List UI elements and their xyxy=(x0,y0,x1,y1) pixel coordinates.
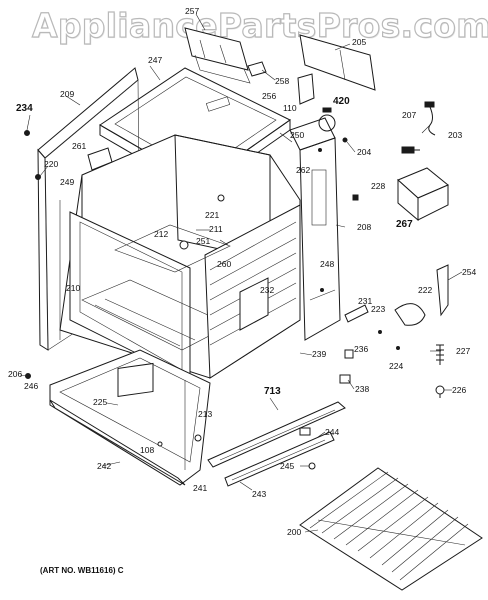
part-label-206: 206 xyxy=(8,369,23,379)
part-label-205: 205 xyxy=(352,37,367,47)
part-label-204: 204 xyxy=(357,147,372,157)
part-label-241: 241 xyxy=(193,483,208,493)
part-label-713: 713 xyxy=(264,386,281,397)
watermark: AppliancePartsPros.com xyxy=(31,5,488,45)
part-label-211: 211 xyxy=(209,224,223,234)
part-label-232: 232 xyxy=(260,285,275,295)
part-label-223: 223 xyxy=(371,304,386,314)
part-label-209: 209 xyxy=(60,89,75,99)
oven-body xyxy=(59,134,301,381)
rack-guide xyxy=(207,401,346,468)
part-label-212: 212 xyxy=(154,229,169,239)
flue-bracket xyxy=(184,27,251,84)
igniter-box xyxy=(397,167,449,222)
part-label-227: 227 xyxy=(456,346,471,356)
part-label-221: 221 xyxy=(205,210,220,220)
part-label-244: 244 xyxy=(325,427,340,437)
hinge-bracket xyxy=(87,147,113,171)
leader-lines xyxy=(19,13,463,533)
part-label-251: 251 xyxy=(196,236,211,246)
back-trim xyxy=(299,34,376,91)
part-label-246: 246 xyxy=(24,381,39,391)
part-label-243: 243 xyxy=(252,489,267,499)
part-label-245: 245 xyxy=(280,461,295,471)
part-label-261: 261 xyxy=(72,141,87,151)
part-label-258: 258 xyxy=(275,76,290,86)
drawer-slide xyxy=(224,431,335,487)
oven-rack xyxy=(299,467,483,591)
storage-frame xyxy=(49,349,211,486)
part-label-239: 239 xyxy=(312,349,327,359)
part-label-110: 110 xyxy=(283,103,297,113)
part-label-257: 257 xyxy=(185,6,200,16)
art-number: (ART NO. WB11616) C xyxy=(40,566,124,575)
part-label-236: 236 xyxy=(354,344,369,354)
part-label-254: 254 xyxy=(462,267,477,277)
part-label-208: 208 xyxy=(357,222,372,232)
part-label-248: 248 xyxy=(320,259,335,269)
kick-panel xyxy=(49,399,186,486)
part-label-262: 262 xyxy=(296,165,311,175)
part-label-420: 420 xyxy=(333,96,350,107)
part-label-203: 203 xyxy=(448,130,463,140)
part-label-207: 207 xyxy=(402,110,417,120)
part-label-222: 222 xyxy=(418,285,433,295)
part-label-228: 228 xyxy=(371,181,386,191)
left-side-panel xyxy=(37,67,141,351)
part-label-256: 256 xyxy=(262,91,277,101)
part-label-260: 260 xyxy=(217,259,232,269)
part-label-234: 234 xyxy=(16,103,33,114)
part-label-267: 267 xyxy=(396,219,413,230)
latch-parts xyxy=(344,264,449,398)
right-side-panel xyxy=(289,117,341,341)
part-label-200: 200 xyxy=(287,527,302,537)
part-label-238: 238 xyxy=(355,384,370,394)
part-label-224: 224 xyxy=(389,361,404,371)
part-label-213: 213 xyxy=(198,409,213,419)
part-label-249: 249 xyxy=(60,177,75,187)
part-label-225: 225 xyxy=(93,397,108,407)
part-label-250: 250 xyxy=(290,130,305,140)
part-label-220: 220 xyxy=(44,159,59,169)
part-label-247: 247 xyxy=(148,55,163,65)
part-label-210: 210 xyxy=(66,283,81,293)
part-label-242: 242 xyxy=(97,461,112,471)
part-label-108: 108 xyxy=(140,445,155,455)
part-label-231: 231 xyxy=(358,296,373,306)
part-label-226: 226 xyxy=(452,385,467,395)
